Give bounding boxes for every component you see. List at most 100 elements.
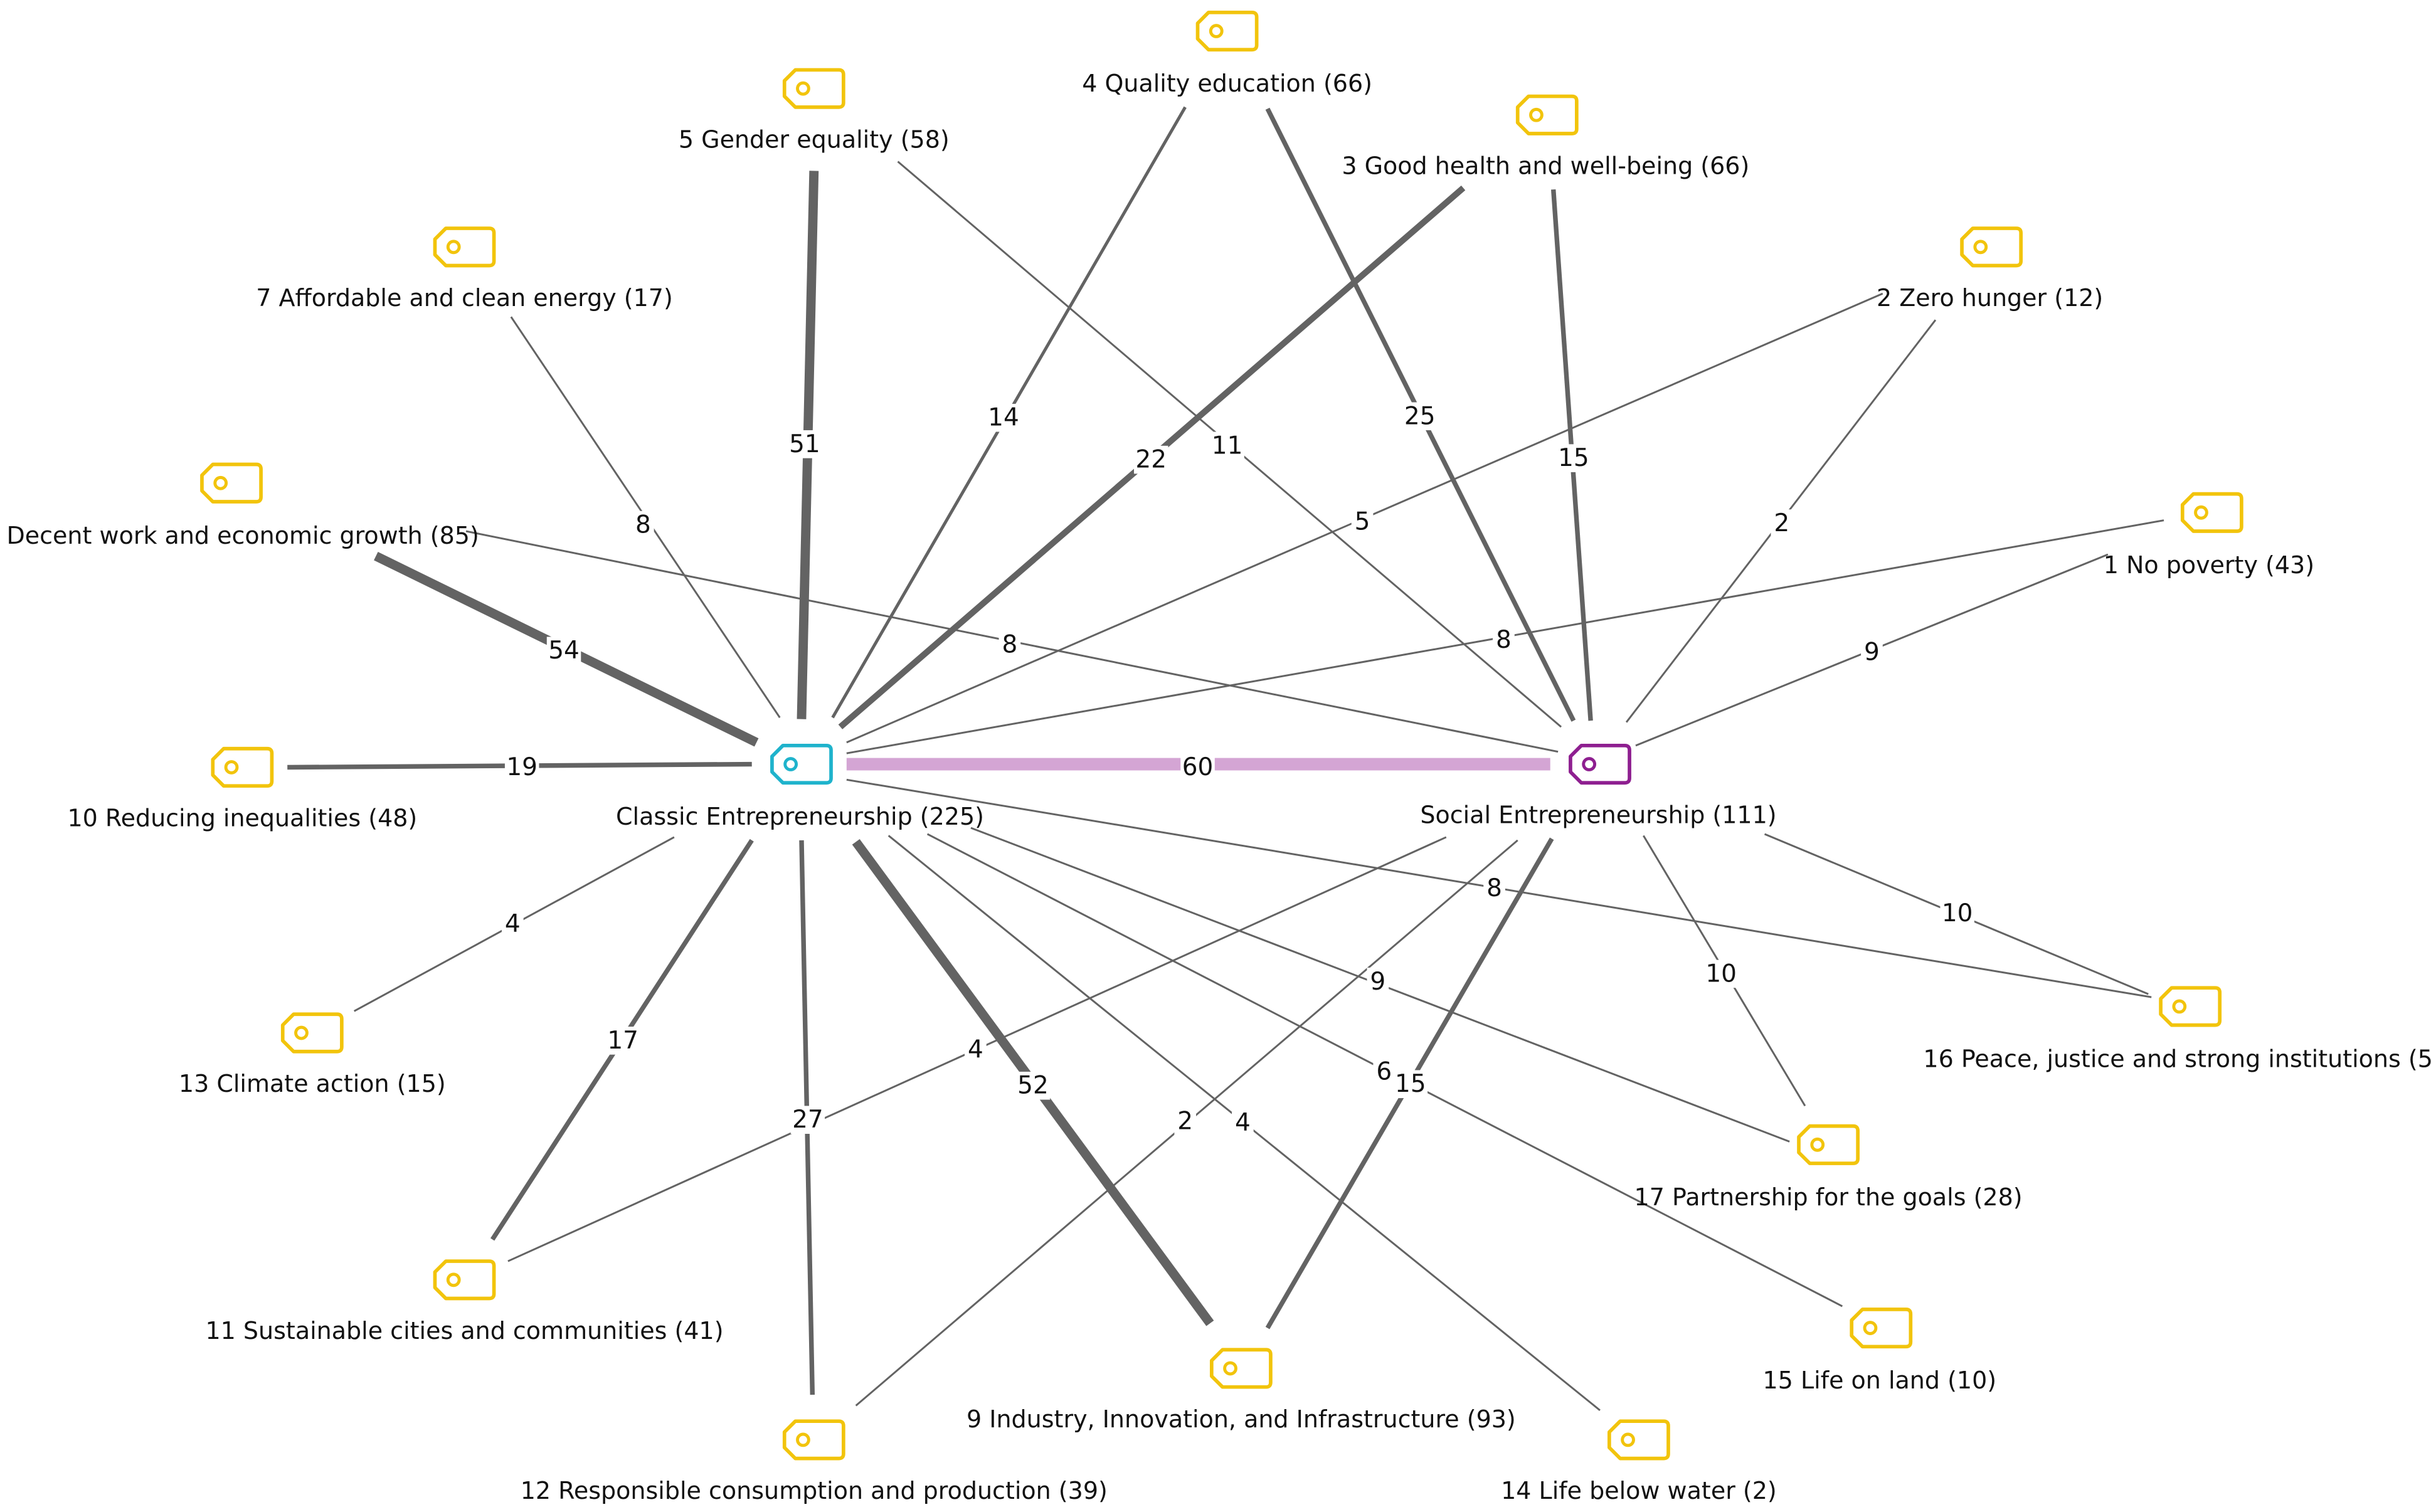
edge-weight-label: 8 [1496,626,1512,654]
edge-label-bg [504,753,539,781]
sdg-label: 1 No poverty (43) [2104,551,2314,579]
edge-label-bg [1483,874,1505,902]
edge-label-classic-sdg11: 17 [605,1027,640,1055]
tag-icon [1797,1124,1860,1165]
sdg-label: 9 Industry, Innovation, and Infrastructu… [967,1405,1516,1433]
edge-weight-label: 4 [968,1036,983,1064]
edge-label-classic-sdg10: 19 [504,753,539,781]
sdg-label: 17 Partnership for the goals (28) [1634,1183,2023,1211]
edge-label-social-sdg11: 4 [965,1036,987,1064]
sdg-node-sdg13: 13 Climate action (15) [179,1012,446,1097]
nodes-layer: Classic Entrepreneurship (225) Social Ent… [0,10,2431,1504]
edge-weight-label: 27 [792,1106,824,1134]
edge-label-social-sdg5: 11 [1210,431,1244,460]
sdg-label: 11 Sustainable cities and communities (4… [206,1317,724,1345]
edge-weight-label: 25 [1404,402,1436,430]
sdg-node-sdg2: 2 Zero hunger (12) [1877,226,2103,312]
edge-label-classic-sdg4: 14 [986,404,1021,432]
edge-weight-label: 15 [1558,444,1589,472]
edge-weight-label: 19 [506,753,538,781]
edge-label-bg [1133,445,1168,474]
edge-label-classic-sdg3: 22 [1133,445,1168,474]
tag-icon [770,743,833,785]
edge-label-bg [1402,402,1437,431]
sdg-node-sdg9: 9 Industry, Innovation, and Infrastructu… [967,1348,1516,1433]
edge-label-social-sdg12: 2 [1174,1107,1197,1136]
sdg-node-sdg16: 16 Peace, justice and strong institution… [1923,986,2431,1072]
edge-label-bg [1015,1071,1051,1100]
sdg-label: 13 Climate action (15) [179,1070,446,1097]
tag-icon [1960,226,2023,268]
edge-label-social-sdg17: 10 [1703,960,1739,988]
tag-icon [2159,986,2222,1027]
tag-icon [200,462,263,504]
edge-label-social-sdg8: 8 [998,630,1021,658]
sdg-label: 12 Responsible consumption and productio… [521,1477,1108,1504]
edge-label-social-sdg16: 10 [1940,899,1974,928]
sdg-label: 10 Reducing inequalities (48) [67,805,417,832]
edge-label-bg [1556,444,1591,472]
sdg-label: 4 Quality education (66) [1082,70,1372,97]
edge-label-bg [605,1027,640,1055]
edge-label-classic-sdg7: 8 [632,511,654,539]
tag-icon [280,1012,344,1054]
edge-weight-label: 6 [1376,1057,1392,1086]
edge-label-classic-sdg5: 51 [787,430,822,458]
edge-label-classic-sdg1: 8 [1493,626,1515,654]
edge-label-classic-sdg13: 4 [501,910,524,938]
edge-label-classic-sdg15: 6 [1373,1057,1396,1086]
edge-weight-label: 10 [1942,899,1973,928]
sdg-node-sdg1: 1 No poverty (43) [2104,492,2314,579]
hub-node-classic: Classic Entrepreneurship (225) [616,743,984,830]
edge-label-bg [1174,1107,1197,1136]
edge-label-bg [1367,967,1389,996]
edge-weight-label: 22 [1135,446,1167,474]
edge-label-bg [1232,1109,1254,1137]
edge-weight-label: 60 [1182,753,1214,781]
edge-weight-label: 14 [988,404,1019,432]
hub-label: Social Entrepreneurship (111) [1420,801,1776,829]
edge-label-classic-social: 60 [1180,753,1215,781]
edge-label-classic-sdg14: 4 [1232,1109,1254,1137]
edge-weight-label: 17 [607,1027,638,1055]
edge-label-classic-sdg16: 8 [1483,874,1505,902]
sdg-label: 7 Affordable and clean energy (17) [256,284,673,312]
edge-weight-label: 8 [1486,874,1502,902]
edge-weight-label: 4 [1235,1109,1251,1137]
tag-icon [1569,743,1631,785]
edge-label-social-sdg1: 9 [1861,638,1883,667]
edge-label-bg [1940,899,1974,928]
edge-label-bg [790,1106,825,1134]
edge-weight-label: 9 [1370,968,1385,996]
sdg-label: 5 Gender equality (58) [679,125,950,153]
edge-label-bg [1493,626,1515,654]
tag-icon [433,226,496,268]
sdg-label: 14 Life below water (2) [1501,1477,1777,1504]
edge-label-bg [632,510,654,539]
edge-label-social-sdg9: 15 [1393,1070,1428,1098]
tag-icon [782,1419,845,1461]
edge-label-social-sdg4: 25 [1402,402,1437,431]
edge-weight-label: 8 [635,511,651,539]
edge-weight-label: 10 [1705,960,1737,988]
sdg-label: 3 Good health and well-being (66) [1342,152,1749,179]
edge-label-social-sdg2: 2 [1771,509,1793,537]
edge-weight-label: 2 [1774,509,1789,537]
edge-label-bg [1703,960,1739,988]
edge-label-bg [1771,509,1793,537]
edge-label-bg [1351,507,1374,536]
sdg-node-sdg7: 7 Affordable and clean energy (17) [256,226,673,312]
sdg-node-sdg8: 8 Decent work and economic growth (85) [0,462,479,549]
edge-weight-label: 2 [1177,1108,1193,1136]
tag-icon [2180,492,2243,533]
tag-icon [1607,1419,1670,1461]
edge-weight-label: 51 [789,430,820,458]
edge-weight-label: 4 [505,910,521,938]
edge-weight-label: 9 [1864,638,1880,667]
tag-icon [782,68,845,109]
edge-weight-label: 52 [1017,1072,1049,1100]
sdg-label: 15 Life on land (10) [1763,1367,1997,1394]
edge-label-bg [965,1035,987,1064]
tag-icon [211,746,274,788]
edge-label-bg [1861,638,1883,667]
